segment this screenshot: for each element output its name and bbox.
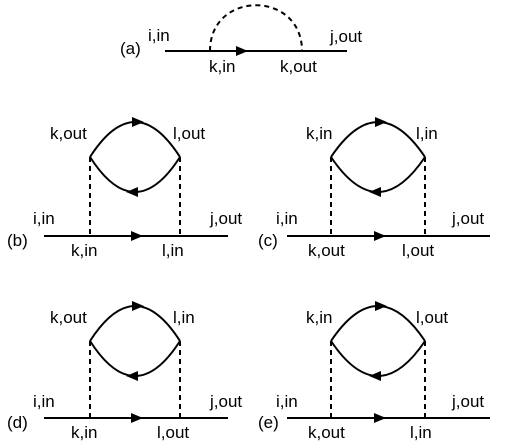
- diagram-c-bottom-left-label: k,out: [308, 241, 345, 260]
- loop-upper-arc: [89, 121, 181, 158]
- arrow-right-icon: [132, 301, 144, 311]
- diagram-c: k,in l,in (c) i,in j,out k,out l,out: [258, 117, 490, 260]
- diagram-b-top-left-label: k,out: [50, 124, 87, 143]
- diagram-e-bottom-right-label: l,in: [410, 423, 432, 442]
- diagram-c-bottom-right-label: l,out: [402, 241, 434, 260]
- loop-upper-arc: [330, 305, 426, 342]
- boson-loop-dashed: [209, 4, 303, 52]
- diagram-e-right-label: j,out: [451, 392, 484, 411]
- diagram-e-top-left-label: k,in: [306, 308, 332, 327]
- diagram-e: k,in l,out (e) i,in j,out k,out l,in: [258, 301, 490, 442]
- diagram-e-bottom-left-label: k,out: [308, 423, 345, 442]
- loop-lower-arc: [89, 340, 181, 377]
- diagram-a-bottom-left-label: k,in: [209, 57, 235, 76]
- loop-lower-arc: [89, 156, 181, 193]
- diagram-e-top-right-label: l,out: [416, 308, 448, 327]
- arrow-right-icon: [374, 231, 386, 241]
- arrow-left-icon: [126, 371, 138, 381]
- diagram-d-bottom-right-label: l,out: [157, 423, 189, 442]
- arrow-right-icon: [374, 413, 386, 423]
- diagram-c-top-left-label: k,in: [306, 124, 332, 143]
- diagram-e-tag: (e): [258, 413, 279, 432]
- diagram-e-left-label: i,in: [276, 392, 298, 411]
- diagram-a-bottom-right-label: k,out: [280, 57, 317, 76]
- arrow-right-icon: [375, 117, 387, 127]
- diagram-b: k,out l,out (b) i,in j,out k,in l,in: [7, 117, 242, 260]
- diagram-d-tag: (d): [7, 413, 28, 432]
- diagram-b-left-label: i,in: [33, 209, 55, 228]
- diagram-d-right-label: j,out: [209, 392, 242, 411]
- arrow-left-icon: [369, 371, 381, 381]
- loop-upper-arc: [89, 305, 181, 342]
- diagram-d-bottom-left-label: k,in: [71, 423, 97, 442]
- diagram-c-top-right-label: l,in: [416, 124, 438, 143]
- arrow-right-icon: [132, 117, 144, 127]
- arrow-left-icon: [369, 187, 381, 197]
- diagram-a-right-label: j,out: [329, 27, 362, 46]
- diagram-d-left-label: i,in: [33, 392, 55, 411]
- diagram-a-tag: (a): [120, 39, 141, 58]
- diagram-c-left-label: i,in: [276, 209, 298, 228]
- diagram-d: k,out l,in (d) i,in j,out k,in l,out: [7, 301, 242, 442]
- diagram-c-right-label: j,out: [451, 209, 484, 228]
- diagram-b-tag: (b): [7, 231, 28, 250]
- diagram-b-bottom-right-label: l,in: [162, 241, 184, 260]
- loop-lower-arc: [330, 156, 426, 193]
- arrow-right-icon: [375, 301, 387, 311]
- diagram-d-top-left-label: k,out: [50, 308, 87, 327]
- arrow-right-icon: [131, 231, 143, 241]
- diagram-a: (a) i,in j,out k,in k,out: [120, 4, 362, 76]
- loop-upper-arc: [330, 121, 426, 158]
- diagram-b-bottom-left-label: k,in: [71, 241, 97, 260]
- arrow-left-icon: [126, 187, 138, 197]
- diagram-d-top-right-label: l,in: [173, 308, 195, 327]
- loop-lower-arc: [330, 340, 426, 377]
- arrow-right-icon: [236, 46, 248, 56]
- diagram-b-top-right-label: l,out: [173, 124, 205, 143]
- diagram-c-tag: (c): [258, 231, 278, 250]
- diagram-b-right-label: j,out: [209, 209, 242, 228]
- diagram-a-left-label: i,in: [148, 26, 170, 45]
- arrow-right-icon: [131, 413, 143, 423]
